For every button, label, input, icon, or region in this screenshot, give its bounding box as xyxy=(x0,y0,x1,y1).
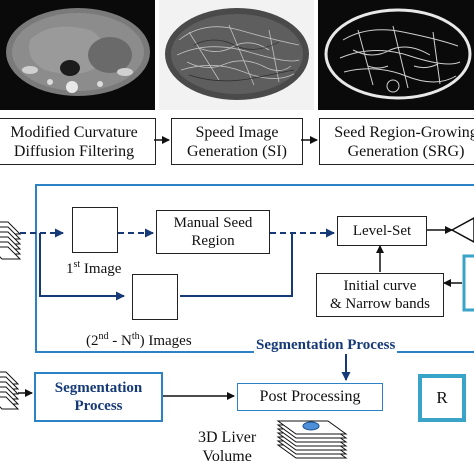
liver-blob-icon xyxy=(302,421,320,431)
first-image-box xyxy=(72,207,118,253)
volume-line1: 3D Liver xyxy=(198,429,257,446)
solid-to-other-images xyxy=(39,233,125,301)
first-image-number: 1 xyxy=(66,261,74,277)
other-images-box xyxy=(132,274,178,320)
ct-scan-image xyxy=(0,0,155,110)
segmentation-process-box: Segmentation Process xyxy=(34,372,163,422)
level-set-box: Level-Set xyxy=(337,216,427,246)
stage-seed-line1: Seed Region-Growing xyxy=(334,123,474,141)
manual-seed-line1: Manual Seed xyxy=(173,215,253,231)
post-processing-label: Post Processing xyxy=(259,388,361,405)
stage-seed-line2: Generation (SRG) xyxy=(347,142,465,160)
volume-label: 3D Liver Volume xyxy=(198,428,256,466)
initial-curve-line1: Initial curve xyxy=(343,278,417,294)
solid-to-level-set xyxy=(180,233,293,297)
other-images-sup2: th xyxy=(131,331,140,342)
other-images-label: (2nd - Nth) Images xyxy=(86,328,192,350)
seg-process-line1: Segmentation xyxy=(54,380,143,396)
stage-speed-line1: Speed Image xyxy=(195,123,279,141)
first-image-suffix: Image xyxy=(80,261,122,277)
stage-diffusion-line2: Diffusion Filtering xyxy=(13,142,135,160)
other-images-suffix: ) Images xyxy=(139,333,192,349)
segmentation-process-title: Segmentation Process xyxy=(254,336,398,354)
seg-process-line2: Process xyxy=(74,398,123,414)
stage-speed-line2: Generation (SI) xyxy=(187,142,287,160)
teal-side-box xyxy=(462,254,474,312)
bottom-stack-icon xyxy=(0,371,20,410)
result-r-box: R xyxy=(418,374,466,422)
manual-seed-line2: Region xyxy=(191,233,235,249)
first-image-sup: st xyxy=(73,259,81,270)
other-images-prefix: (2 xyxy=(86,333,99,349)
other-images-sup1: nd xyxy=(98,331,109,342)
result-r-label: R xyxy=(436,388,448,407)
stage-seed-region-growing: Seed Region-Growing Generation (SRG) xyxy=(319,118,474,165)
level-set-label: Level-Set xyxy=(352,223,412,239)
manual-seed-region-box: Manual Seed Region xyxy=(156,210,270,254)
volume-line2: Volume xyxy=(202,448,252,465)
stage-speed-image: Speed Image Generation (SI) xyxy=(171,118,303,165)
input-stack-icon xyxy=(0,221,22,260)
initial-curve-line2: & Narrow bands xyxy=(330,296,430,312)
volume-stack-icon xyxy=(276,420,348,459)
stage-diffusion-filtering: Modified Curvature Diffusion Filtering xyxy=(0,118,156,165)
stage-diffusion-line1: Modified Curvature xyxy=(10,123,138,141)
seed-region-image xyxy=(318,0,474,110)
initial-curve-box: Initial curve & Narrow bands xyxy=(316,273,444,317)
speed-image xyxy=(159,0,314,110)
first-image-label: 1st Image xyxy=(66,256,121,278)
diamond-shape xyxy=(450,217,474,243)
other-images-mid: - N xyxy=(108,333,132,349)
post-processing-box: Post Processing xyxy=(237,383,383,411)
